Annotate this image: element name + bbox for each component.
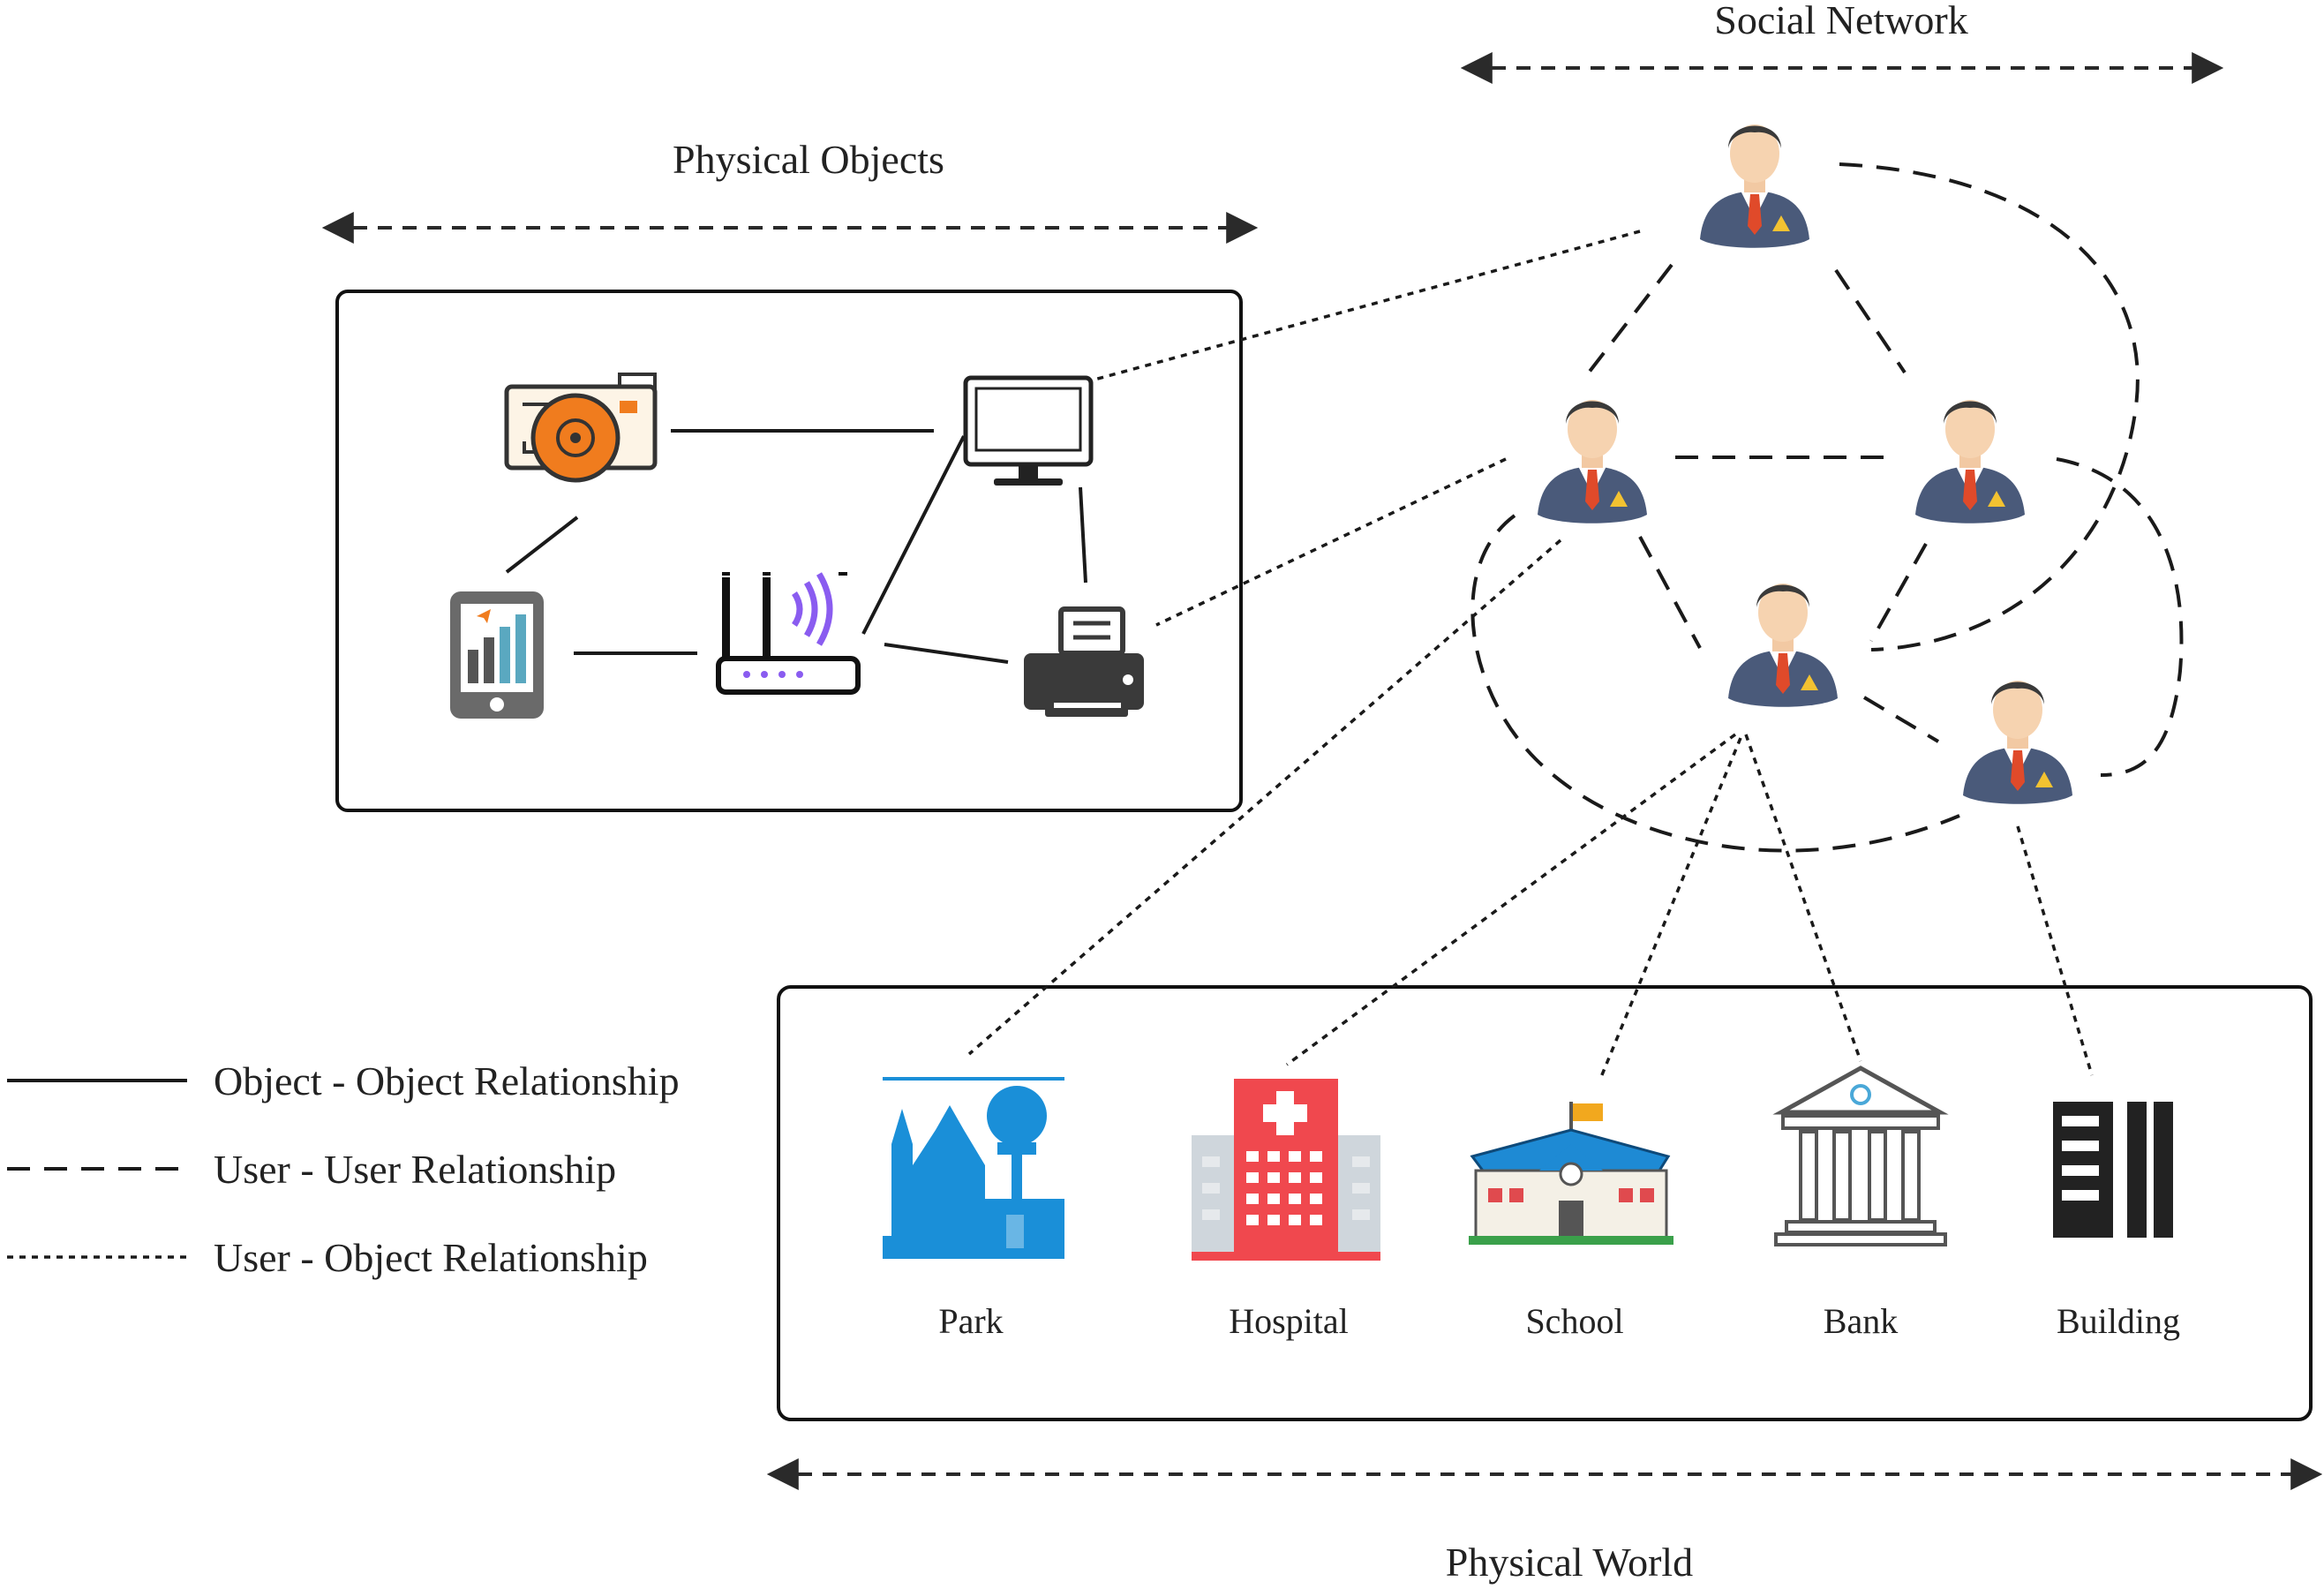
router-icon [716,572,861,695]
user-1-icon [1700,124,1809,248]
tablet-icon [450,591,544,719]
place-label-school: School [1525,1301,1623,1341]
camera-icon [504,373,658,483]
place-label-bank: Bank [1824,1301,1898,1341]
link-camera-tablet [505,516,579,574]
user-user-links [1470,162,2184,853]
physical-world-heading: Physical World [1446,1540,1693,1585]
link-u2-printer [1155,457,1507,627]
physical-world-box [777,985,2313,1421]
link-u4-bank [1744,734,1862,1062]
user-5-icon [1963,681,2072,804]
legend: Object - Object Relationship User - User… [7,1058,680,1280]
link-u4-school [1599,737,1742,1078]
link-u3-u5-arc [2056,457,2184,777]
printer-icon [1024,606,1144,717]
link-u1-u3 [1834,268,1907,374]
link-u1-monitor [1094,230,1641,381]
user-object-links [967,230,2094,1078]
link-router-monitor [861,435,966,635]
hospital-icon [1192,1079,1380,1261]
social-network-heading: Social Network [1714,0,1967,42]
park-icon [883,1077,1064,1259]
link-u5-building [2016,825,2094,1076]
link-u4-hospital [1285,733,1737,1066]
object-object-links [505,429,1087,664]
place-label-hospital: Hospital [1229,1301,1349,1341]
school-icon [1469,1102,1673,1245]
link-monitor-printer [1079,486,1087,584]
user-2-icon [1538,400,1647,523]
monitor-icon [963,375,1094,486]
place-label-park: Park [938,1301,1003,1341]
link-u2-u5-arc [1470,514,1960,853]
legend-object-object: Object - Object Relationship [214,1058,680,1103]
bank-icon [1772,1066,1949,1246]
link-u1-u4-arc [1839,162,2140,651]
building-icon [2053,1102,2184,1238]
legend-user-user: User - User Relationship [214,1147,616,1192]
link-u3-u4 [1869,543,1928,642]
physical-objects-heading: Physical Objects [673,137,944,182]
link-u2-u4 [1638,536,1702,649]
link-u4-u5 [1862,696,1940,743]
link-u1-u2 [1587,263,1673,374]
link-router-printer [884,643,1009,664]
user-3-icon [1915,400,2025,523]
place-label-building: Building [2057,1301,2180,1341]
legend-user-object: User - Object Relationship [214,1235,648,1280]
user-4-icon [1728,584,1838,707]
physical-objects-box [335,290,1243,812]
